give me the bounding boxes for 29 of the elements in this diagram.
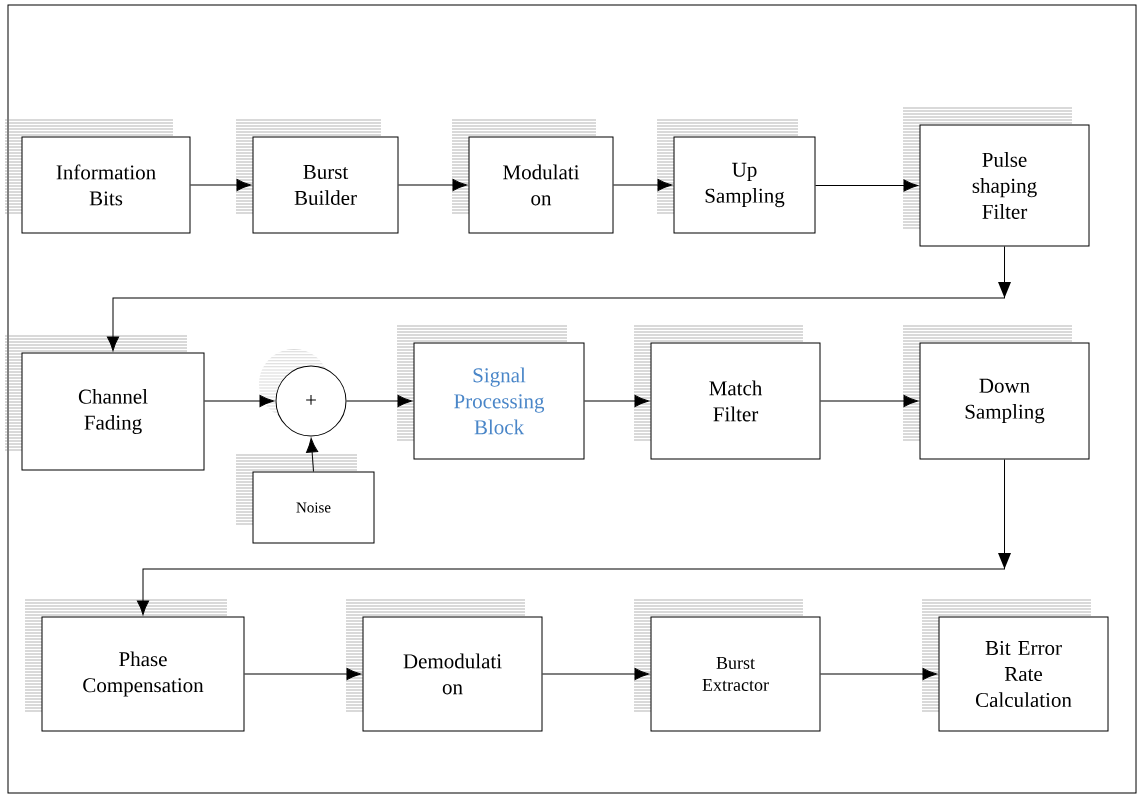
process-box: Up Sampling xyxy=(656,119,816,234)
arrow xyxy=(820,394,919,408)
arrow xyxy=(398,178,468,192)
arrow xyxy=(584,394,650,408)
process-box: Demodulati on xyxy=(345,599,543,732)
process-box: Pulse shaping Filter xyxy=(902,107,1090,247)
process-box: Match Filter xyxy=(633,325,821,460)
arrow xyxy=(613,178,673,192)
process-box: Burst Builder xyxy=(235,119,399,234)
arrow xyxy=(204,394,275,408)
arrow xyxy=(106,246,1011,352)
summing-junction: + xyxy=(259,349,347,437)
process-box: Signal Processing Block xyxy=(396,325,585,460)
arrow xyxy=(542,667,650,681)
process-box: Noise xyxy=(235,454,375,544)
arrow xyxy=(346,394,413,408)
process-box: Modulati on xyxy=(451,119,614,234)
arrow xyxy=(136,459,1011,616)
arrow xyxy=(244,667,362,681)
process-box: Information Bits xyxy=(4,119,191,234)
arrow xyxy=(190,178,252,192)
process-box: Channel Fading xyxy=(4,335,205,471)
process-box: Phase Compensation xyxy=(24,599,245,732)
arrow xyxy=(306,437,319,472)
process-box: Bit Error Rate Calculation xyxy=(921,599,1109,732)
arrow xyxy=(820,667,938,681)
process-box: Down Sampling xyxy=(902,325,1090,460)
process-box: Burst Extractor xyxy=(633,599,821,732)
arrow xyxy=(815,179,919,192)
